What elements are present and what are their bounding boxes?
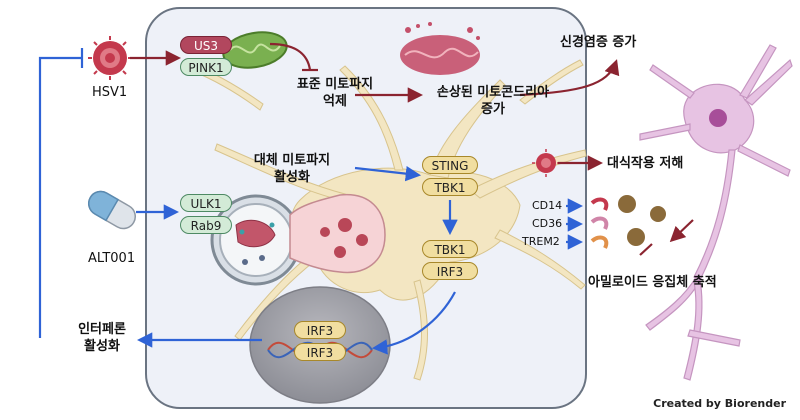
arrow-amyloid <box>669 219 694 243</box>
rab9-pill: Rab9 <box>180 216 232 234</box>
damaged-mitochondria-icon <box>400 22 480 75</box>
virus-small-icon <box>532 149 560 177</box>
neuron-icon <box>639 44 793 381</box>
hsv1-virus-icon <box>88 36 132 80</box>
mitochondria-icon <box>222 31 288 69</box>
irf3-nucleus-pill-b: IRF3 <box>294 343 346 361</box>
us3-pill: US3 <box>180 36 232 54</box>
lysosome <box>289 194 386 274</box>
hsv1-label: HSV1 <box>92 85 128 100</box>
inhibit-pink1-to-mitophagy <box>269 42 312 71</box>
ulk1-pill: ULK1 <box>180 194 232 212</box>
cd14-label: CD14 <box>532 199 563 212</box>
tbk1-pill-b: TBK1 <box>422 240 478 258</box>
credit-label: Created by Biorender <box>653 397 786 410</box>
amyloid-label: 아밀로이드 응집체 축적 <box>588 275 717 290</box>
irf3-pill: IRF3 <box>422 262 478 280</box>
arrow-to-amyloid <box>639 243 653 256</box>
alt-mitophagy-label: 대체 미토파지 활성화 <box>253 153 331 185</box>
receptor-icons <box>590 197 609 249</box>
tbk1-pill-a: TBK1 <box>422 178 478 196</box>
interferon-label: 인터페론 활성화 <box>78 322 126 354</box>
amyloid-aggregate-icon <box>618 195 666 246</box>
suppress-mitophagy-label: 표준 미토파지 억제 <box>296 77 374 109</box>
arrow-irf3-to-nucleus <box>371 291 456 355</box>
trem2-label: TREM2 <box>522 235 560 248</box>
sting-pill: STING <box>422 156 478 174</box>
pink1-pill: PINK1 <box>180 58 232 76</box>
arrow-to-neuroinflammation <box>519 59 620 97</box>
inhibit-interferon-to-hsv1 <box>38 56 82 338</box>
alt001-label: ALT001 <box>88 251 136 266</box>
irf3-nucleus-pill-a: IRF3 <box>294 321 346 339</box>
alt001-capsule-icon <box>87 190 137 230</box>
arrow-to-sting <box>354 165 422 182</box>
phagocytosis-label: 대식작용 저해 <box>607 156 684 171</box>
neuroinflammation-label: 신경염증 증가 <box>560 35 637 50</box>
neuron-nucleus <box>709 109 727 127</box>
damaged-mito-label: 손상된 미토콘드리아 증가 <box>436 85 550 117</box>
cd36-label: CD36 <box>532 217 563 230</box>
